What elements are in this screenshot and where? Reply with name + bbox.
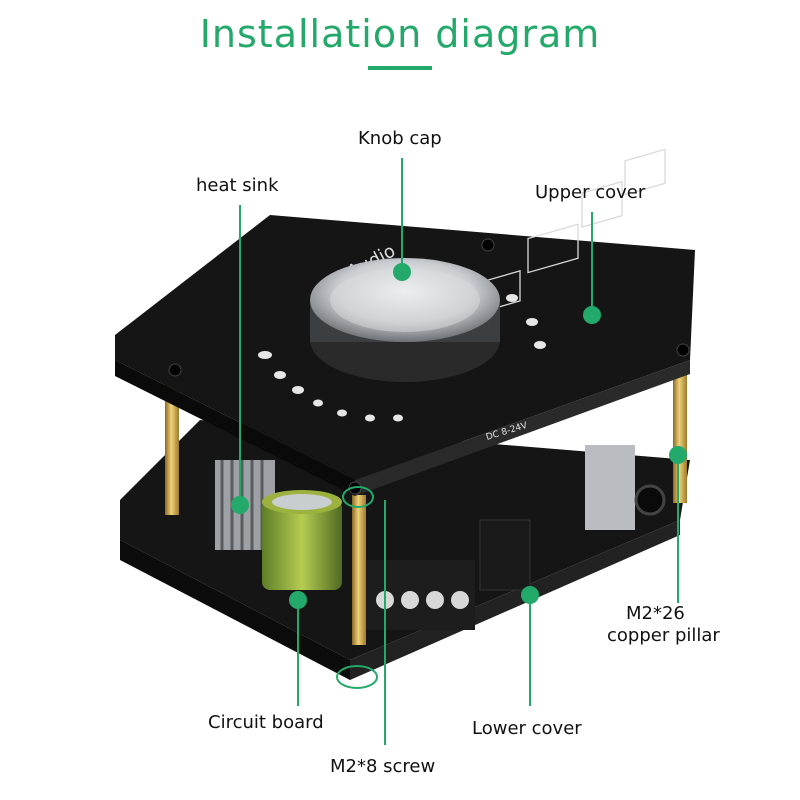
label-upper-cover: Upper cover xyxy=(535,182,646,203)
terminal-block-shape xyxy=(365,560,475,630)
label-knob-cap: Knob cap xyxy=(358,128,442,149)
dc-jack-shape xyxy=(479,519,531,591)
label-screw: M2*8 screw xyxy=(330,756,436,777)
title-underline xyxy=(368,66,432,70)
label-pillar-size: M2*26 xyxy=(626,603,685,624)
callout-dots xyxy=(231,263,687,609)
capacitor-shape xyxy=(262,490,342,590)
page-title: Installation diagram xyxy=(199,12,601,56)
label-copper-pillar: copper pillar xyxy=(607,625,720,646)
knob-cap-shape xyxy=(310,258,500,382)
label-circuit-board: Circuit board xyxy=(208,712,324,733)
usb-port-shape xyxy=(585,445,635,530)
label-heat-sink: heat sink xyxy=(196,175,279,196)
audio-jack-shape xyxy=(634,484,666,516)
label-lower-cover: Lower cover xyxy=(472,718,582,739)
callout-lines xyxy=(239,158,679,745)
copper-pillars xyxy=(165,368,687,645)
